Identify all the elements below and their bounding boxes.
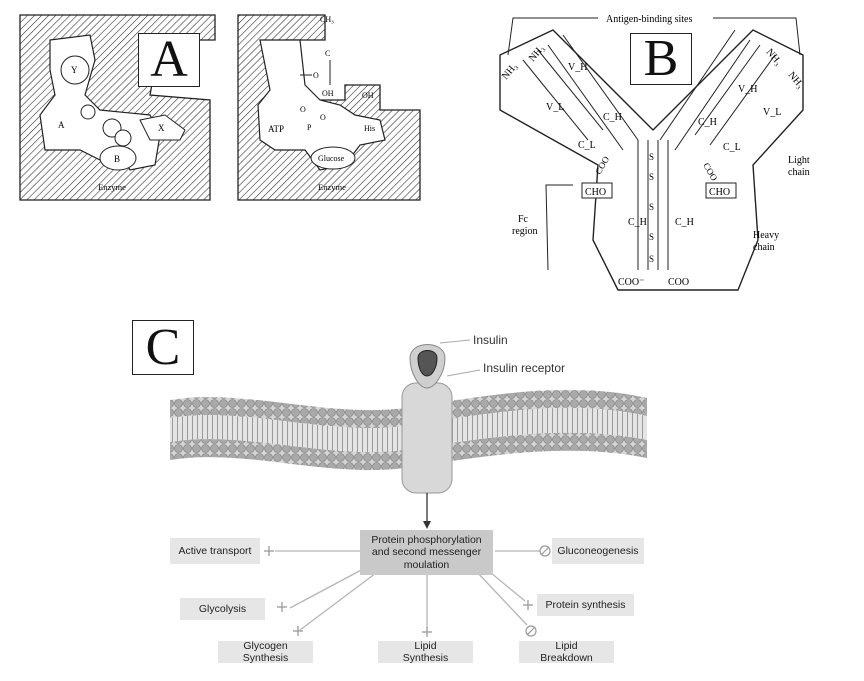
b-nh3-3: NH₃	[764, 47, 784, 68]
b-s-5: S	[649, 254, 654, 264]
a-label-p: P	[307, 123, 312, 132]
panel-c: C Insulin Insulin receptor Protein phosp…	[132, 318, 650, 678]
b-coo-bottom: COO	[668, 277, 689, 288]
b-vl-left: V_L	[546, 102, 564, 113]
a-label-his: His	[364, 124, 375, 133]
b-coo-left: COO	[593, 154, 611, 176]
b-light-chain-2: chain	[788, 167, 810, 178]
lipid-breakdown-line-1: Lipid	[555, 639, 578, 652]
b-ch-right: C_H	[698, 117, 717, 128]
a-label-oh-methyl: OH	[322, 89, 334, 98]
active-transport-box: Active transport	[170, 538, 260, 564]
enzyme-diagrams: Y A X B Enzyme CH₃ C O OH OH O O ATP P H…	[19, 14, 421, 201]
glycogen-synthesis-box: Glycogen Synthesis	[218, 639, 313, 664]
b-ch-stem-left: C_H	[628, 217, 647, 228]
a-label-o-right: O	[320, 113, 326, 122]
b-cl-right: C_L	[723, 142, 741, 153]
b-light-chain-1: Light	[788, 155, 810, 166]
center-line-2: and second messenger	[371, 546, 482, 559]
enzyme-left	[19, 14, 216, 201]
gluconeogenesis-box: Gluconeogenesis	[552, 538, 644, 564]
panel-b-letter: B	[630, 33, 692, 85]
b-vh-right: V_H	[738, 84, 757, 95]
plus-icons	[264, 546, 533, 637]
insulin-receptor-label: Insulin receptor	[483, 361, 566, 375]
glycolysis-box: Glycolysis	[180, 598, 265, 620]
b-ch-left: C_H	[603, 112, 622, 123]
b-vh-left: V_H	[568, 62, 587, 73]
b-nh3-1: NH₃	[500, 61, 520, 82]
b-s-1: S	[649, 152, 654, 162]
a-label-a: A	[58, 120, 65, 130]
b-s-4: S	[649, 232, 654, 242]
panel-a: Y A X B Enzyme CH₃ C O OH OH O O ATP P H…	[0, 0, 421, 210]
a-label-ch3: CH₃	[320, 15, 334, 24]
b-s-3: S	[649, 202, 654, 212]
b-ch-stem-right: C_H	[675, 217, 694, 228]
a-label-b: B	[114, 154, 120, 164]
enzyme-right	[237, 14, 421, 201]
a-label-o-link: O	[313, 71, 319, 80]
b-heavy-chain-2: chain	[753, 242, 775, 253]
antibody-diagram: Antigen-binding sites NH₃ NH₃ NH₃ NH₃ V_…	[499, 14, 810, 291]
b-fc-region-1: Fc	[518, 214, 529, 225]
protein-synthesis-box: Protein synthesis	[537, 594, 634, 616]
b-cho-box-right	[705, 182, 737, 199]
insulin-molecule	[417, 350, 438, 377]
center-line-3: moulation	[403, 558, 450, 571]
b-top-label: Antigen-binding sites	[606, 14, 692, 25]
glycogen-synthesis-line-2: Synthesis	[242, 652, 289, 664]
center-line-1: Protein phosphorylation	[371, 534, 482, 547]
insulin-diagram	[170, 339, 647, 637]
b-coo-minus-bottom: COO⁻	[618, 277, 644, 288]
b-coo-right: COO	[701, 161, 719, 183]
insulin-receptor-shape	[401, 382, 453, 494]
panel-a-letter: A	[138, 33, 200, 87]
b-cho-left: CHO	[585, 187, 606, 198]
b-cl-left: C_L	[578, 140, 596, 151]
a-enzyme-left-label: Enzyme	[98, 182, 126, 192]
inhibit-icons	[525, 545, 551, 637]
b-cho-right: CHO	[709, 187, 730, 198]
panel-c-letter: C	[132, 320, 194, 375]
a-enzyme-right-label: Enzyme	[318, 182, 346, 192]
panel-b: Antigen-binding sites NH₃ NH₃ NH₃ NH₃ V_…	[478, 0, 864, 300]
a-label-o-top: O	[300, 105, 306, 114]
b-nh3-2: NH₃	[527, 43, 547, 64]
lipid-synthesis-box: Lipid Synthesis	[378, 639, 473, 664]
a-label-x: X	[158, 123, 165, 133]
b-cho-box-left	[581, 182, 613, 199]
a-label-atp: ATP	[268, 124, 284, 134]
lipid-breakdown-line-2: Breakdown	[540, 652, 593, 664]
b-s-2: S	[649, 172, 654, 182]
a-label-glucose: Glucose	[318, 154, 345, 163]
lipid-synthesis-line-1: Lipid	[414, 639, 437, 652]
a-label-oh: OH	[362, 91, 374, 100]
b-heavy-chain-1: Heavy	[753, 230, 779, 241]
b-fc-region-2: region	[512, 226, 538, 237]
a-label-y: Y	[71, 65, 78, 75]
a-label-c: C	[325, 49, 330, 58]
center-box: Protein phosphorylation and second messe…	[360, 530, 493, 575]
glycogen-synthesis-line-1: Glycogen	[243, 639, 288, 652]
lipid-breakdown-box: Lipid Breakdown	[519, 639, 614, 664]
insulin-label: Insulin	[473, 333, 508, 347]
b-vl-right: V_L	[763, 107, 781, 118]
down-arrow-icon	[423, 521, 431, 529]
lipid-synthesis-line-2: Synthesis	[402, 652, 449, 664]
